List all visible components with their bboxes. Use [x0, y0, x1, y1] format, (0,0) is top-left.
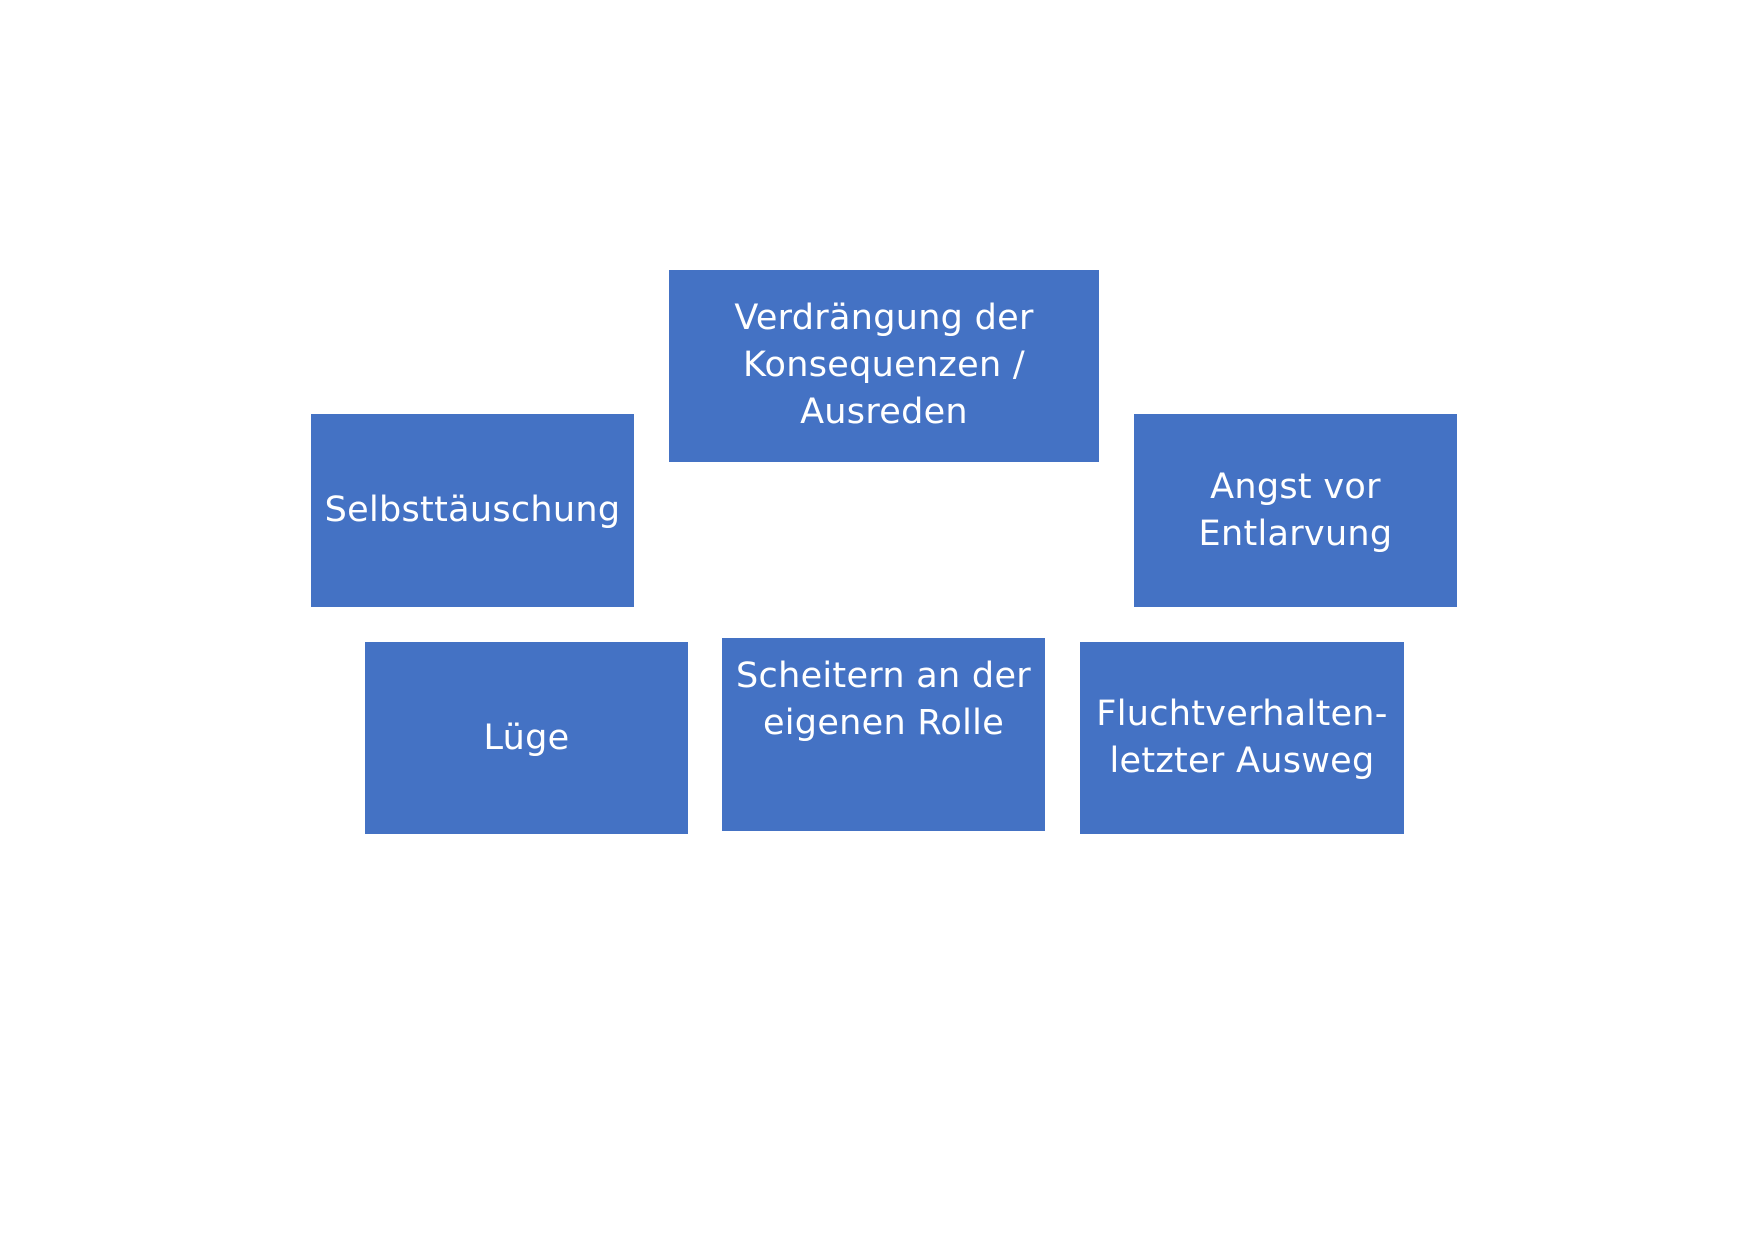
box-fluchtverhalten: Fluchtverhalten- letzter Ausweg — [1080, 642, 1404, 834]
box-label: Lüge — [483, 717, 570, 758]
box-label: Angst vor Entlarvung — [1198, 466, 1393, 554]
box-scheitern-an-der-eigenen-rolle: Scheitern an der eigenen Rolle — [722, 638, 1045, 831]
box-label: Scheitern an der eigenen Rolle — [736, 656, 1031, 743]
box-selbsttaeuschung: Selbsttäuschung — [311, 414, 634, 607]
box-label: Fluchtverhalten- letzter Ausweg — [1096, 694, 1388, 781]
box-label: Verdrängung der Konsequenzen / Ausreden — [734, 297, 1034, 432]
box-label: Selbsttäuschung — [324, 490, 621, 530]
box-verdraengung-der-konsequenzen: Verdrängung der Konsequenzen / Ausreden — [669, 270, 1099, 462]
box-luege: Lüge — [365, 642, 688, 834]
box-angst-vor-entlarvung: Angst vor Entlarvung — [1134, 414, 1457, 607]
